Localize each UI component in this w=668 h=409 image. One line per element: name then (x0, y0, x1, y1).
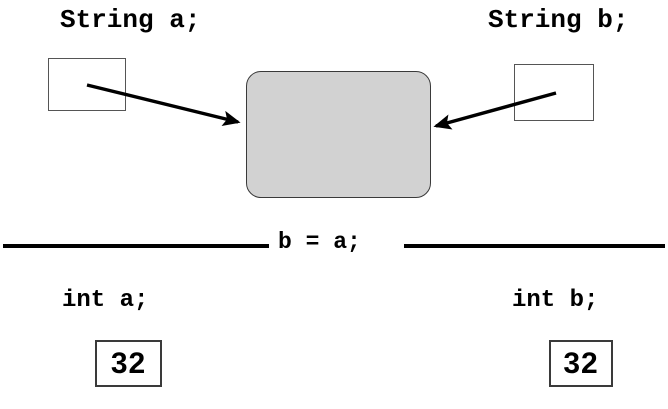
label-int-a: int a; (62, 287, 149, 314)
reference-box-b (514, 64, 594, 121)
label-string-a: String a; (60, 5, 201, 35)
label-assignment: b = a; (278, 229, 361, 255)
label-string-b: String b; (488, 5, 629, 35)
value-box-b: 32 (549, 340, 613, 387)
value-box-a: 32 (95, 340, 162, 387)
shared-heap-object (246, 71, 431, 198)
label-int-b: int b; (512, 287, 599, 314)
reference-box-a (48, 58, 126, 111)
divider-line-left (3, 244, 269, 248)
divider-line-right (404, 244, 665, 248)
